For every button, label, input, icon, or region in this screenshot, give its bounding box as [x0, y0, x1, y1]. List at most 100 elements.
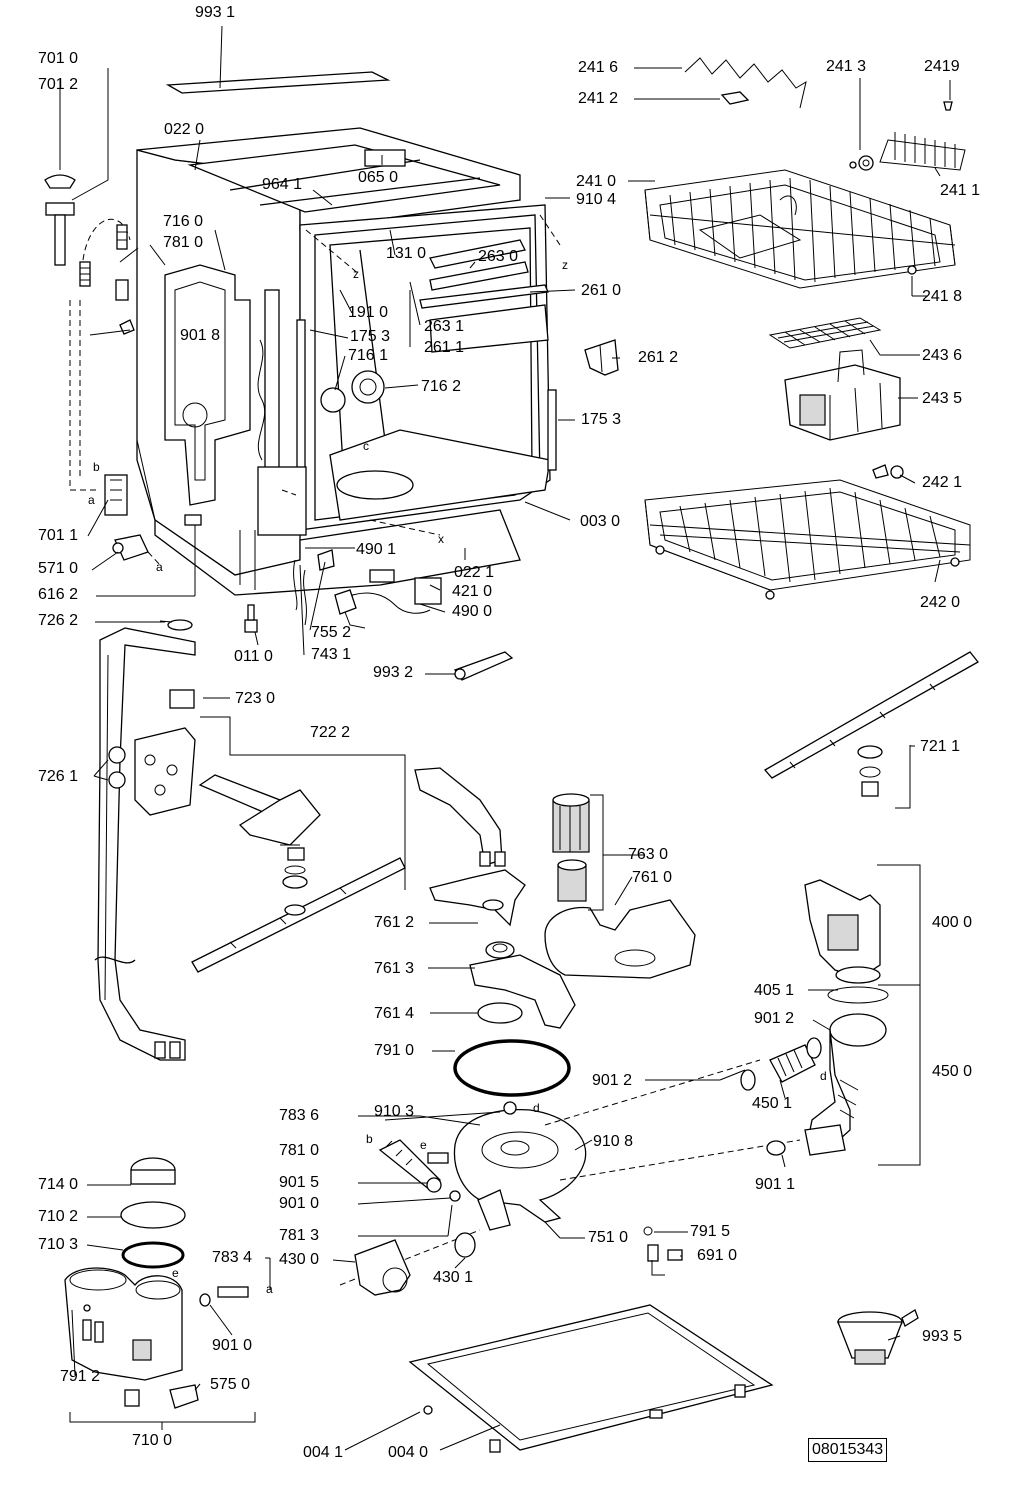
letter-mark-d-1: d [533, 1101, 540, 1115]
lower-spray-assembly-drawing [134, 689, 406, 973]
label-490-0: 490 0 [452, 603, 493, 620]
label-781-0-lower: 781 0 [279, 1142, 320, 1159]
label-726-1: 726 1 [38, 768, 79, 785]
label-241-8: 241 8 [922, 288, 963, 305]
label-616-2: 616 2 [38, 586, 79, 603]
label-901-0-lower: 901 0 [212, 1337, 253, 1354]
label-701-2: 701 2 [38, 76, 79, 93]
label-243-5: 243 5 [922, 390, 963, 407]
label-405-1: 405 1 [754, 982, 795, 999]
leader-lines [71, 67, 951, 1451]
label-2419: 2419 [924, 58, 960, 75]
label-263-0: 263 0 [478, 248, 519, 265]
label-131-0: 131 0 [386, 245, 427, 262]
label-781-3: 781 3 [279, 1227, 320, 1244]
label-175-3-lower: 175 3 [581, 411, 622, 428]
label-714-0: 714 0 [38, 1176, 79, 1193]
letter-mark-a-1: a [88, 493, 95, 507]
label-901-2-lower: 901 2 [592, 1072, 633, 1089]
upper-spray-arm-drawing [763, 651, 979, 809]
letter-mark-d-2: d [820, 1069, 827, 1083]
label-490-1: 490 1 [356, 541, 397, 558]
label-993-2: 993 2 [373, 664, 414, 681]
label-710-3: 710 3 [38, 1236, 79, 1253]
label-575-0: 575 0 [210, 1376, 251, 1393]
label-241-3: 241 3 [826, 58, 867, 75]
label-901-0-upper: 901 0 [279, 1195, 320, 1212]
label-722-2: 722 2 [310, 724, 351, 741]
base-plate-drawing [408, 1304, 774, 1453]
label-761-3: 761 3 [374, 960, 415, 977]
label-241-0: 241 0 [576, 173, 617, 190]
label-743-1: 743 1 [311, 646, 352, 663]
label-761-0: 761 0 [632, 869, 673, 886]
label-783-6: 783 6 [279, 1107, 320, 1124]
label-450-0: 450 0 [932, 1063, 973, 1080]
label-716-2: 716 2 [421, 378, 462, 395]
cutlery-parts-drawing [584, 317, 904, 479]
letter-mark-a-3: a [266, 1282, 273, 1296]
label-011-0: 011 0 [234, 648, 273, 665]
sump-drawing [339, 1059, 801, 1286]
top-seal-strip-drawing [165, 25, 391, 94]
letter-mark-e-2: e [172, 1266, 179, 1280]
label-910-4: 910 4 [576, 191, 617, 208]
letter-mark-b-2: b [366, 1132, 373, 1146]
label-004-1: 004 1 [303, 1444, 344, 1461]
letter-mark-x-1: x [438, 532, 444, 546]
label-242-1: 242 1 [922, 474, 963, 491]
letter-mark-c-1: c [363, 439, 369, 453]
funnel-drawing [837, 1309, 919, 1365]
label-710-2: 710 2 [38, 1208, 79, 1225]
letter-mark-z-1: z [353, 267, 359, 281]
pump-drawing [740, 864, 921, 1166]
label-716-0: 716 0 [163, 213, 204, 230]
label-791-0: 791 0 [374, 1042, 415, 1059]
label-430-1: 430 1 [433, 1269, 474, 1286]
label-022-0: 022 0 [164, 121, 205, 138]
tub-cabinet-drawing [136, 127, 561, 596]
label-243-6: 243 6 [922, 347, 963, 364]
label-261-1: 261 1 [424, 339, 465, 356]
salt-container-drawing [64, 1157, 256, 1423]
label-263-1: 263 1 [424, 318, 465, 335]
label-191-0: 191 0 [348, 304, 389, 321]
label-242-0: 242 0 [920, 594, 961, 611]
label-691-0: 691 0 [697, 1247, 738, 1264]
label-901-1: 901 1 [755, 1176, 796, 1193]
label-901-8: 901 8 [180, 327, 221, 344]
label-003-0: 003 0 [580, 513, 621, 530]
label-761-4: 761 4 [374, 1005, 415, 1022]
label-751-0: 751 0 [588, 1229, 629, 1246]
label-761-2: 761 2 [374, 914, 415, 931]
label-993-5: 993 5 [922, 1328, 963, 1345]
label-901-5: 901 5 [279, 1174, 320, 1191]
letter-mark-e-1: e [420, 1138, 427, 1152]
label-781-0-upper: 781 0 [163, 234, 204, 251]
label-791-5: 791 5 [690, 1223, 731, 1240]
upper-basket-drawing [644, 57, 966, 289]
label-701-1: 701 1 [38, 527, 79, 544]
label-022-1: 022 1 [454, 564, 495, 581]
label-910-3: 910 3 [374, 1103, 415, 1120]
label-261-0: 261 0 [581, 282, 622, 299]
label-721-1: 721 1 [920, 738, 961, 755]
label-783-4: 783 4 [212, 1249, 253, 1266]
label-241-1: 241 1 [940, 182, 981, 199]
filter-and-duct-drawing [414, 767, 696, 1097]
label-726-2: 726 2 [38, 612, 79, 629]
label-450-1: 450 1 [752, 1095, 793, 1112]
letter-mark-b-1: b [93, 460, 100, 474]
letter-mark-a-2: a [156, 560, 163, 574]
label-241-6: 241 6 [578, 59, 619, 76]
label-763-0: 763 0 [628, 846, 669, 863]
label-901-2-upper: 901 2 [754, 1010, 795, 1027]
label-716-1: 716 1 [348, 347, 389, 364]
lower-basket-drawing [644, 479, 971, 600]
label-910-8: 910 8 [593, 1133, 634, 1150]
label-004-0: 004 0 [388, 1444, 429, 1461]
label-400-0: 400 0 [932, 914, 973, 931]
label-993-1: 993 1 [195, 4, 236, 21]
